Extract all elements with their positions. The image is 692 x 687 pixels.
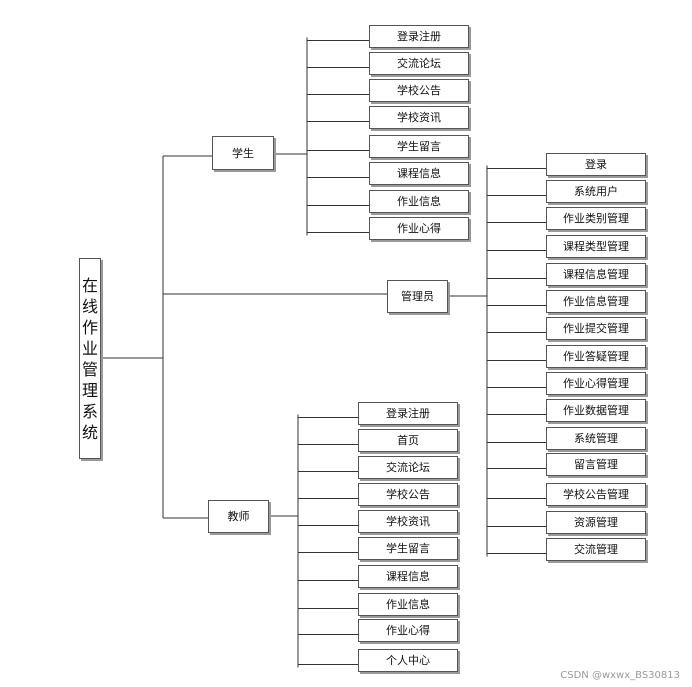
student-module-label: 课程信息: [397, 167, 441, 180]
teacher-module-label: 首页: [397, 434, 419, 447]
teacher-module-box: 作业信息: [358, 593, 458, 616]
admin-module-label: 课程类型管理: [563, 240, 629, 253]
student-module-box: 课程信息: [369, 162, 469, 185]
root-label-char: 统: [81, 422, 98, 442]
admin-module-label: 作业类别管理: [563, 212, 629, 225]
root-label-char: 管: [81, 359, 98, 379]
root-label-char: 作: [81, 317, 98, 337]
student-module-box: 交流论坛: [369, 52, 469, 75]
admin-module-box: 交流管理: [546, 538, 646, 561]
admin-module-box: 登录: [546, 153, 646, 176]
teacher-module-label: 课程信息: [386, 570, 430, 583]
admin-module-label: 登录: [585, 158, 607, 171]
student-module-label: 作业心得: [397, 222, 441, 235]
student-module-label: 学生留言: [397, 140, 441, 153]
root-label-char: 线: [81, 296, 98, 316]
student-module-box: 作业心得: [369, 217, 469, 240]
student-module-box: 学校资讯: [369, 106, 469, 129]
admin-module-label: 作业答疑管理: [563, 350, 629, 363]
admin-module-label: 作业提交管理: [563, 322, 629, 335]
role-label-student: 学生: [232, 146, 254, 160]
teacher-module-box: 学校资讯: [358, 510, 458, 533]
admin-module-box: 学校公告管理: [546, 483, 646, 506]
admin-module-label: 系统用户: [574, 185, 618, 198]
admin-module-label: 系统管理: [574, 432, 618, 445]
teacher-module-label: 学校资讯: [386, 515, 430, 528]
admin-module-label: 作业数据管理: [563, 404, 629, 417]
teacher-module-box: 学生留言: [358, 537, 458, 560]
admin-module-box: 课程类型管理: [546, 235, 646, 258]
teacher-module-box: 课程信息: [358, 565, 458, 588]
role-label-teacher: 教师: [227, 510, 250, 523]
admin-module-box: 系统用户: [546, 180, 646, 203]
admin-module-label: 学校公告管理: [563, 488, 629, 501]
teacher-module-box: 首页: [358, 429, 458, 452]
admin-module-label: 交流管理: [574, 543, 618, 556]
watermark-text: CSDN @wxwx_BS30813: [560, 670, 680, 681]
student-module-label: 作业信息: [397, 195, 441, 208]
student-module-label: 交流论坛: [397, 57, 441, 70]
teacher-module-label: 个人中心: [386, 654, 430, 667]
teacher-module-label: 作业信息: [386, 598, 430, 611]
role-node-teacher: 教师: [208, 500, 269, 533]
teacher-module-label: 学生留言: [386, 542, 430, 555]
teacher-module-label: 学校公告: [386, 488, 430, 501]
admin-module-label: 课程信息管理: [563, 268, 629, 281]
root-node: 在线作业管理系统: [79, 258, 101, 459]
teacher-module-label: 登录注册: [386, 407, 430, 420]
admin-module-box: 作业信息管理: [546, 290, 646, 313]
admin-module-box: 资源管理: [546, 511, 646, 534]
student-module-label: 学校资讯: [397, 111, 441, 124]
admin-module-label: 留言管理: [574, 458, 618, 471]
role-label-admin: 管理员: [401, 290, 434, 303]
teacher-module-box: 登录注册: [358, 402, 458, 425]
root-label-char: 理: [81, 380, 98, 400]
student-module-box: 登录注册: [369, 25, 469, 48]
teacher-module-box: 作业心得: [358, 619, 458, 642]
teacher-module-box: 学校公告: [358, 483, 458, 506]
admin-module-box: 系统管理: [546, 427, 646, 450]
admin-module-box: 作业提交管理: [546, 317, 646, 340]
student-module-label: 学校公告: [397, 84, 441, 97]
student-module-box: 学校公告: [369, 79, 469, 102]
root-label-char: 在: [81, 275, 98, 295]
root-label: 在线作业管理系统: [82, 275, 98, 443]
teacher-module-box: 个人中心: [358, 649, 458, 672]
admin-module-box: 课程信息管理: [546, 263, 646, 286]
student-module-box: 学生留言: [369, 135, 469, 158]
admin-module-box: 留言管理: [546, 453, 646, 476]
admin-module-label: 资源管理: [574, 516, 618, 529]
admin-module-label: 作业心得管理: [563, 377, 629, 390]
student-module-box: 作业信息: [369, 190, 469, 213]
admin-module-box: 作业类别管理: [546, 207, 646, 230]
teacher-module-label: 作业心得: [386, 624, 430, 637]
admin-module-box: 作业数据管理: [546, 399, 646, 422]
root-label-char: 系: [81, 401, 98, 421]
root-label-char: 业: [81, 338, 98, 358]
teacher-module-box: 交流论坛: [358, 456, 458, 479]
admin-module-box: 作业心得管理: [546, 372, 646, 395]
admin-module-box: 作业答疑管理: [546, 345, 646, 368]
teacher-module-label: 交流论坛: [386, 461, 430, 474]
admin-module-label: 作业信息管理: [563, 295, 629, 308]
role-node-student: 学生: [212, 136, 274, 170]
student-module-label: 登录注册: [397, 30, 441, 43]
role-node-admin: 管理员: [387, 280, 448, 313]
